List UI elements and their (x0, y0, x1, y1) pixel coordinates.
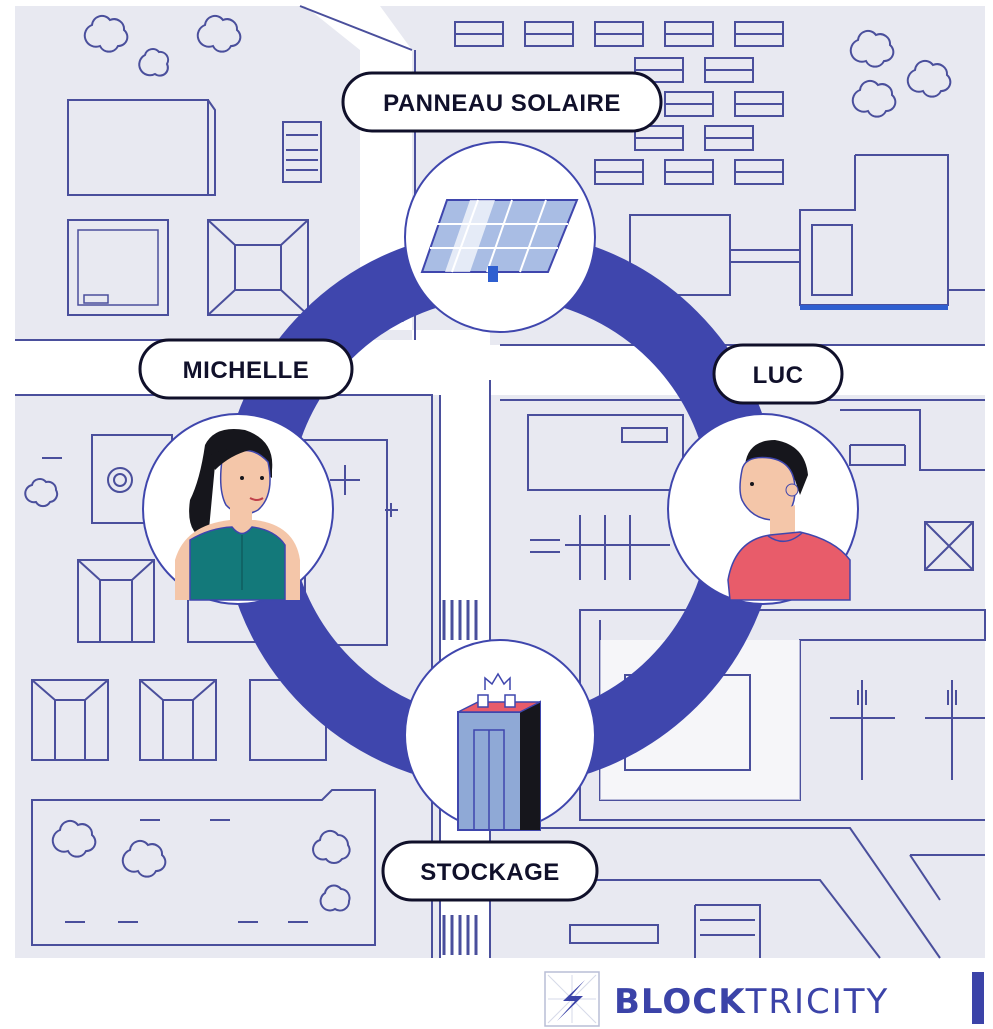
solar-panel-node (404, 141, 596, 333)
svg-text:LUC: LUC (753, 362, 804, 389)
brand-logo: BLOCKTRICITY (544, 971, 984, 1027)
battery-storage-icon (457, 672, 541, 831)
luc-node (667, 413, 859, 605)
michelle-avatar (175, 429, 300, 601)
solar-panel-icon (420, 199, 579, 282)
svg-text:MICHELLE: MICHELLE (183, 357, 310, 384)
storage-node (404, 639, 596, 831)
label-luc: LUC (712, 343, 844, 405)
label-michelle: MICHELLE (138, 338, 354, 400)
michelle-node (142, 413, 334, 605)
label-panneau-solaire: PANNEAU SOLAIRE (341, 71, 663, 133)
label-stockage: STOCKAGE (381, 840, 599, 902)
svg-text:PANNEAU SOLAIRE: PANNEAU SOLAIRE (383, 90, 621, 117)
luc-avatar (727, 440, 851, 601)
lightning-logo-icon (544, 971, 600, 1027)
brand-name: BLOCKTRICITY (614, 982, 889, 1022)
svg-text:STOCKAGE: STOCKAGE (420, 859, 560, 886)
